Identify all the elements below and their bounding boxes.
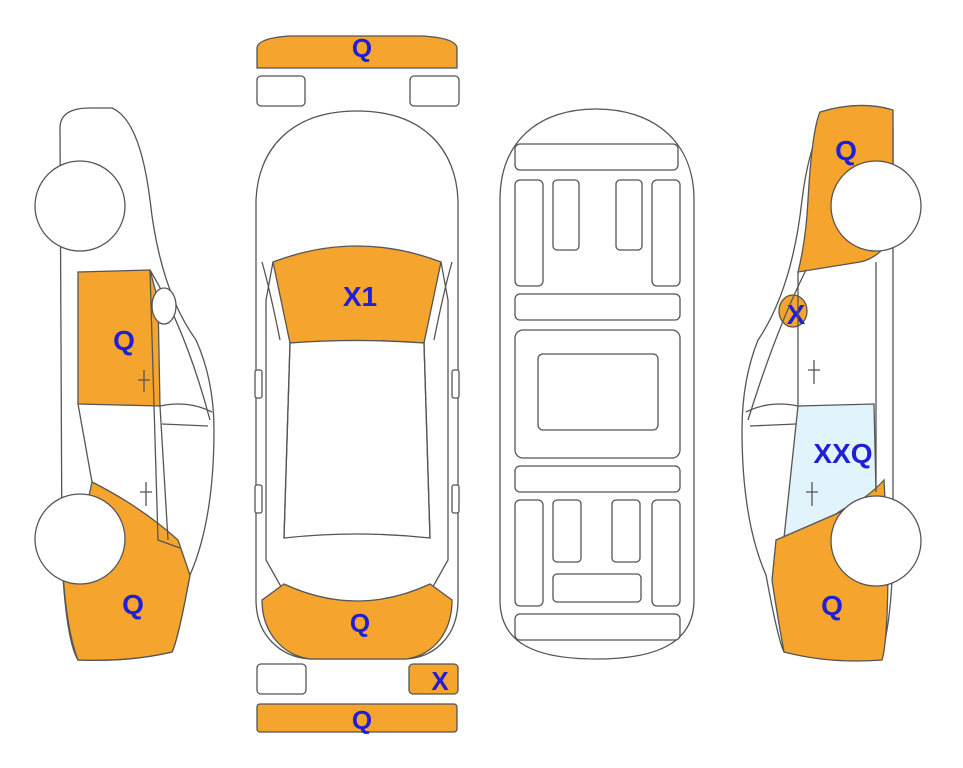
- left-rear-quarter-mark: Q: [122, 589, 144, 620]
- rear-bumper-strip-mark: Q: [352, 705, 372, 735]
- right-rear-wheel[interactable]: [830, 160, 922, 252]
- roof[interactable]: [283, 339, 431, 539]
- mirror-right[interactable]: [451, 369, 460, 399]
- rear-light-left[interactable]: [256, 663, 307, 695]
- mirror-left[interactable]: [254, 369, 263, 399]
- right-small-panel-mark: X: [787, 299, 806, 330]
- front-bumper-view: Q: [256, 33, 460, 107]
- left-side-view: Q Q: [34, 107, 215, 661]
- right-small-panel[interactable]: [778, 294, 808, 328]
- right-side-view: Q X XXQ Q: [741, 104, 922, 662]
- rear-window[interactable]: [261, 583, 453, 660]
- rear-bumper-strip[interactable]: [256, 703, 458, 733]
- left-front-wheel[interactable]: [34, 160, 126, 252]
- front-bumper-strip[interactable]: [256, 35, 458, 69]
- front-bumper-strip-mark: Q: [352, 33, 372, 63]
- rear-light-right[interactable]: [408, 663, 459, 695]
- front-light-right[interactable]: [409, 75, 460, 107]
- left-front-door[interactable]: [77, 269, 161, 407]
- underbody-view: [499, 108, 695, 660]
- right-front-wheel[interactable]: [830, 495, 922, 587]
- windshield-mark: X1: [343, 281, 377, 312]
- rear-window-mark: Q: [350, 608, 370, 638]
- right-door-glass-mark: XXQ: [813, 438, 872, 469]
- front-light-left[interactable]: [256, 75, 306, 107]
- left-rear-wheel[interactable]: [34, 493, 126, 585]
- top-view-car: X1 Q: [254, 110, 460, 660]
- right-rear-quarter-top-mark: Q: [835, 135, 857, 166]
- right-front-quarter-mark: Q: [821, 590, 843, 621]
- rear-bumper-view: X Q: [256, 663, 459, 735]
- rear-light-right-mark: X: [431, 666, 449, 696]
- left-front-door-mark: Q: [113, 325, 135, 356]
